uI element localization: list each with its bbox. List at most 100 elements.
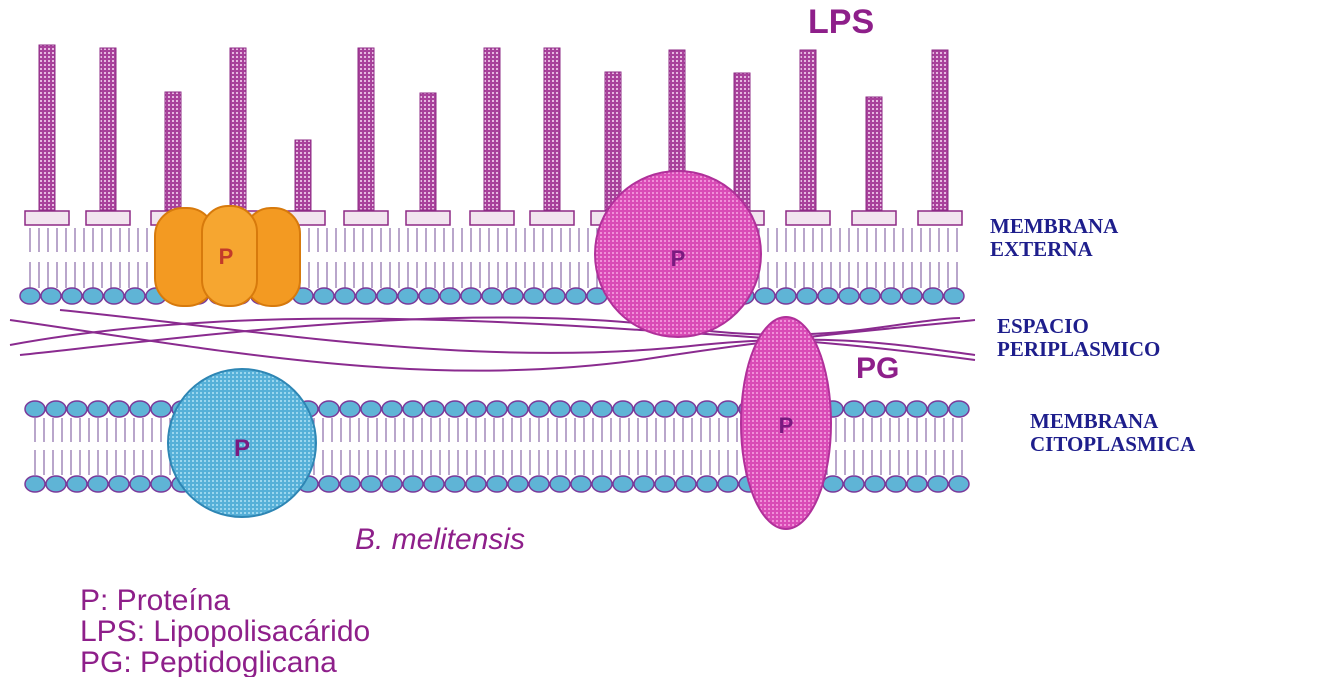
- phospholipid-head: [314, 288, 334, 304]
- lps-core-box: [530, 211, 574, 225]
- phospholipid-head: [398, 288, 418, 304]
- phospholipid-head: [151, 476, 171, 492]
- pg-label: PG: [856, 352, 899, 385]
- phospholipid-head: [67, 401, 87, 417]
- lps-chain: [484, 48, 500, 210]
- phospholipid-head: [340, 401, 360, 417]
- phospholipid-head: [130, 476, 150, 492]
- phospholipid-head: [550, 476, 570, 492]
- phospholipid-head: [944, 288, 964, 304]
- phospholipid-head: [20, 288, 40, 304]
- phospholipid-head: [718, 401, 738, 417]
- phospholipid-head: [25, 401, 45, 417]
- phospholipid-head: [634, 476, 654, 492]
- phospholipid-head: [419, 288, 439, 304]
- phospholipid-head: [62, 288, 82, 304]
- lps-core-box: [344, 211, 388, 225]
- lps-label: LPS: [808, 3, 874, 41]
- phospholipid-head: [88, 476, 108, 492]
- lps-chain: [420, 93, 436, 210]
- lps-chain: [100, 48, 116, 210]
- phospholipid-head: [592, 401, 612, 417]
- lps-core-box: [852, 211, 896, 225]
- phospholipid-head: [545, 288, 565, 304]
- phospholipid-head: [529, 401, 549, 417]
- phospholipid-head: [718, 476, 738, 492]
- phospholipid-head: [949, 476, 969, 492]
- phospholipid-head: [865, 476, 885, 492]
- lps-chain: [358, 48, 374, 210]
- phospholipid-head: [839, 288, 859, 304]
- phospholipid-head: [928, 401, 948, 417]
- phospholipid-head: [655, 401, 675, 417]
- phospholipid-head: [508, 401, 528, 417]
- phospholipid-head: [907, 401, 927, 417]
- phospholipid-head: [46, 476, 66, 492]
- phospholipid-head: [424, 401, 444, 417]
- phospholipid-head: [776, 288, 796, 304]
- phospholipid-head: [949, 401, 969, 417]
- organism-label: B. melitensis: [355, 523, 525, 556]
- phospholipid-head: [571, 476, 591, 492]
- lps-core-box: [25, 211, 69, 225]
- phospholipid-head: [566, 288, 586, 304]
- phospholipid-head: [377, 288, 397, 304]
- outer-membrane-label-line1: MEMBRANA: [990, 214, 1119, 238]
- phospholipid-head: [445, 401, 465, 417]
- phospholipid-head: [361, 401, 381, 417]
- legend-lps: LPS: Lipopolisacárido: [80, 615, 370, 648]
- porin-trimer: P: [155, 206, 300, 306]
- lps-core-box: [918, 211, 962, 225]
- phospholipid-head: [797, 288, 817, 304]
- lps-core-box: [470, 211, 514, 225]
- phospholipid-head: [25, 476, 45, 492]
- phospholipid-head: [524, 288, 544, 304]
- lps-chains: [25, 45, 962, 225]
- phospholipid-head: [886, 401, 906, 417]
- phospholipid-head: [67, 476, 87, 492]
- phospholipid-head: [529, 476, 549, 492]
- phospholipid-head: [613, 401, 633, 417]
- phospholipid-head: [907, 476, 927, 492]
- phospholipid-head: [440, 288, 460, 304]
- phospholipid-head: [482, 288, 502, 304]
- phospholipid-head: [823, 476, 843, 492]
- transmembrane-protein-label: P: [779, 413, 794, 438]
- periplasm-label-line1: ESPACIO: [997, 314, 1089, 338]
- phospholipid-head: [881, 288, 901, 304]
- phospholipid-head: [613, 476, 633, 492]
- phospholipid-head: [424, 476, 444, 492]
- phospholipid-head: [46, 401, 66, 417]
- phospholipid-head: [382, 476, 402, 492]
- phospholipid-head: [487, 401, 507, 417]
- inner-membrane-protein: P: [168, 369, 316, 517]
- lps-chain: [932, 50, 948, 210]
- phospholipid-head: [83, 288, 103, 304]
- phospholipid-head: [844, 401, 864, 417]
- phospholipid-head: [865, 401, 885, 417]
- phospholipid-head: [886, 476, 906, 492]
- lps-chain: [165, 92, 181, 210]
- lps-chain: [230, 48, 246, 210]
- inner-membrane-label-line2: CITOPLASMICA: [1030, 432, 1196, 456]
- phospholipid-head: [403, 476, 423, 492]
- phospholipid-head: [319, 401, 339, 417]
- lps-core-box: [406, 211, 450, 225]
- lps-chain: [866, 97, 882, 210]
- lps-chain: [605, 72, 621, 210]
- phospholipid-head: [335, 288, 355, 304]
- phospholipid-head: [923, 288, 943, 304]
- phospholipid-head: [818, 288, 838, 304]
- lps-chain: [800, 50, 816, 210]
- phospholipid-head: [445, 476, 465, 492]
- phospholipid-head: [130, 401, 150, 417]
- phospholipid-head: [755, 288, 775, 304]
- phospholipid-head: [655, 476, 675, 492]
- phospholipid-head: [466, 401, 486, 417]
- phospholipid-head: [550, 401, 570, 417]
- phospholipid-head: [151, 401, 171, 417]
- phospholipid-head: [340, 476, 360, 492]
- inner-membrane-label-line1: MEMBRANA: [1030, 409, 1159, 433]
- lps-chain: [734, 73, 750, 210]
